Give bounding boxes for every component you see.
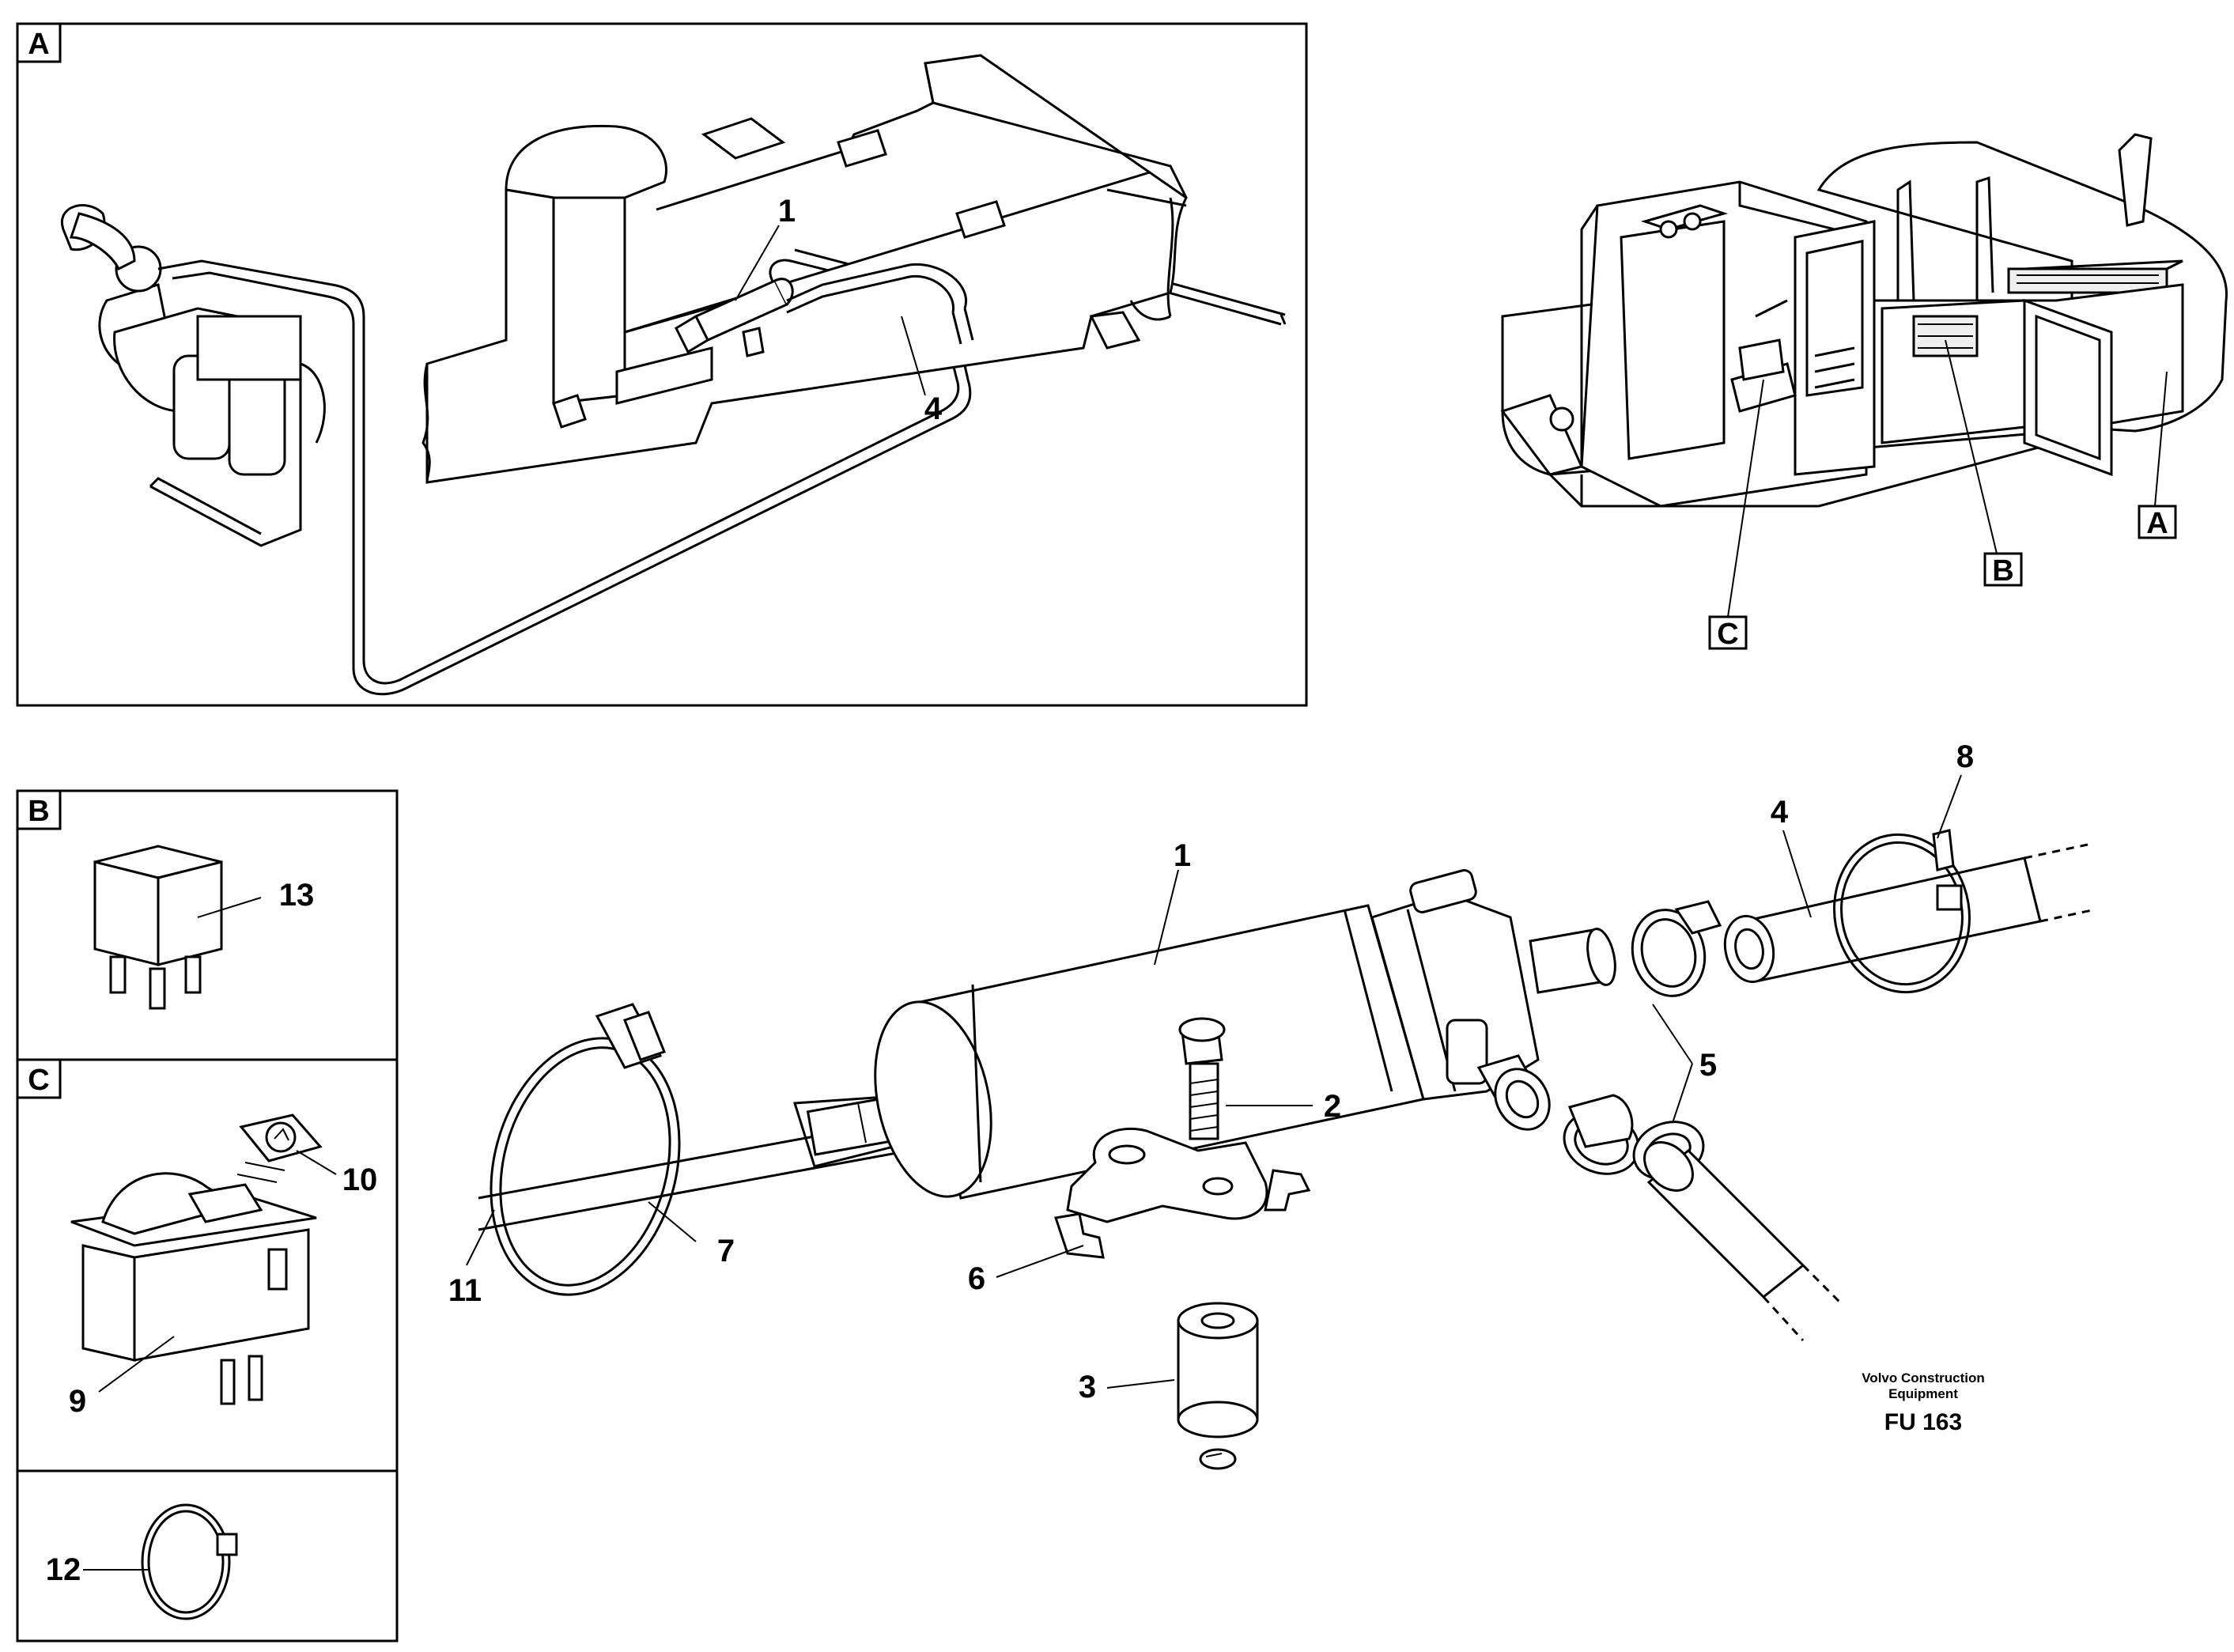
machine-overview: A B C (1500, 133, 2228, 651)
figure-code: FU 163 (1884, 1409, 1962, 1435)
callout-3: 3 (1079, 1370, 1096, 1404)
panel-b: B 13 (16, 789, 399, 1061)
machine-ref-b-box (1983, 552, 2023, 587)
frame-structure (421, 54, 1188, 484)
panel-c-label: C (28, 1064, 49, 1097)
brand-line-2: Equipment (1888, 1386, 1958, 1401)
panel-a-label: A (28, 28, 49, 61)
fuel-pump (874, 869, 1616, 1200)
spacer (1177, 1302, 1259, 1470)
engine-filter-assembly (60, 204, 326, 547)
fuel-hose-upper (1723, 843, 2096, 984)
strap (1833, 829, 1971, 994)
footer: Volvo Construction Equipment FU 163 (1862, 1370, 1985, 1435)
panel-b-label-box (16, 789, 62, 830)
machine-ref-c: C (1717, 618, 1738, 651)
rocker-switch (70, 1172, 317, 1405)
panel-c: C 10 9 (16, 1058, 399, 1472)
machine-ref-c-box (1708, 615, 1748, 650)
panel-a: A (16, 22, 1308, 707)
machine-ref-b: B (1992, 554, 2013, 588)
panel-a-label-box (16, 22, 62, 63)
callout-13: 13 (279, 878, 315, 913)
callout-7: 7 (717, 1234, 735, 1268)
cable-tie (141, 1503, 238, 1620)
callout-4-overview: 4 (924, 391, 943, 426)
hose-clamp (490, 1003, 681, 1296)
panel-12: 12 (16, 1469, 399, 1643)
callout-1-overview: 1 (778, 194, 796, 229)
callout-2: 2 (1324, 1089, 1341, 1124)
machine-ref-a: A (2146, 507, 2168, 540)
switch-symbol-label (236, 1113, 323, 1183)
hose-clamp-upper (1631, 900, 1722, 997)
bracket (1054, 1127, 1311, 1259)
callout-10: 10 (342, 1162, 378, 1197)
screw (1178, 1017, 1226, 1140)
relay (93, 845, 223, 1010)
exploded-view: 2 6 3 (448, 739, 2096, 1470)
panel-b-label: B (28, 795, 49, 828)
overview-fuel-pump (675, 263, 974, 357)
callout-6: 6 (968, 1261, 985, 1296)
callout-11: 11 (448, 1273, 482, 1308)
callout-1: 1 (1174, 838, 1191, 873)
machine-ref-a-box (2138, 505, 2177, 539)
brand-line-1: Volvo Construction (1862, 1370, 1985, 1385)
callout-9: 9 (69, 1384, 86, 1419)
panel-c-label-box (16, 1058, 62, 1099)
callout-5: 5 (1699, 1048, 1717, 1083)
callout-12: 12 (46, 1552, 81, 1587)
callout-8: 8 (1956, 739, 1974, 774)
callout-4: 4 (1771, 795, 1789, 830)
fuel-hose-lower (1643, 1141, 1844, 1342)
